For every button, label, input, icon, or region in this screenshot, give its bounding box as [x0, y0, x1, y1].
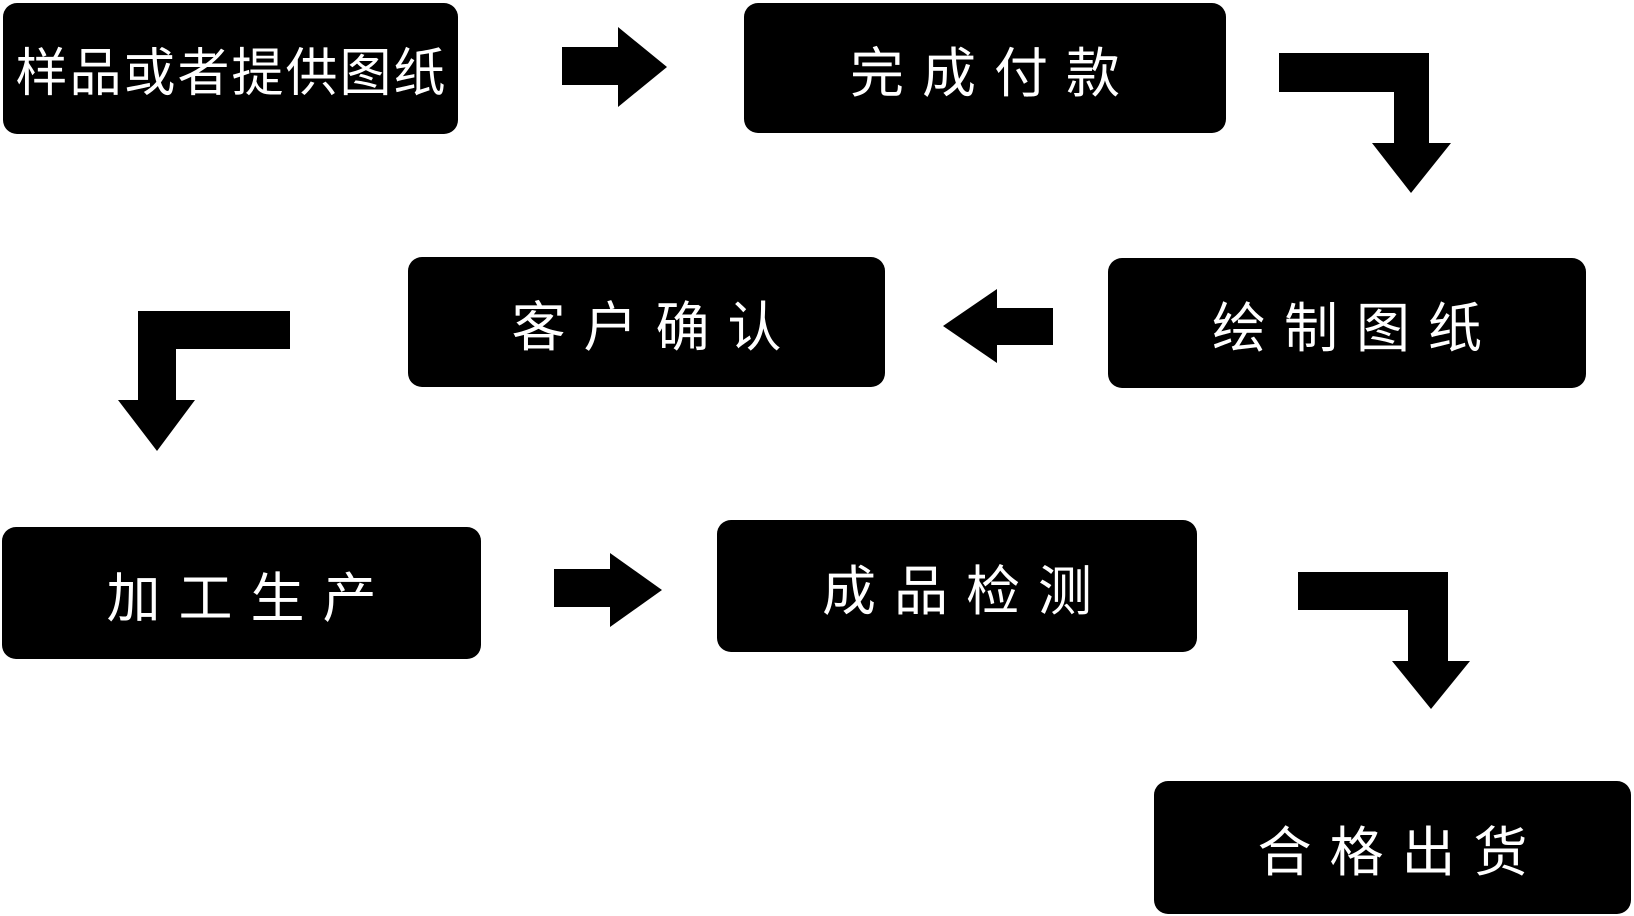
arrow-inspection-to-shipment-icon	[1298, 572, 1470, 709]
arrow-payment-to-drawings-icon	[1279, 53, 1451, 193]
arrow-production-to-inspection-icon	[554, 553, 662, 627]
node-complete-payment: 完成付款	[744, 3, 1226, 133]
node-customer-confirmation: 客户确认	[408, 257, 885, 387]
node-label: 加工生产	[106, 568, 395, 629]
node-label: 客户确认	[511, 297, 800, 358]
node-label: 完成付款	[850, 43, 1138, 104]
node-sample-or-provide-drawings: 样品或者提供图纸	[3, 3, 458, 134]
node-label: 成品检测	[822, 561, 1110, 622]
node-processing-production: 加工生产	[2, 527, 481, 659]
node-finished-product-inspection: 成品检测	[717, 520, 1197, 652]
arrow-sample-to-payment-icon	[562, 27, 667, 107]
arrow-drawings-to-confirmation-icon	[943, 289, 1053, 363]
node-qualified-shipment: 合格出货	[1154, 781, 1631, 914]
node-draw-drawings: 绘制图纸	[1108, 258, 1586, 388]
node-label: 绘制图纸	[1212, 298, 1500, 359]
node-label: 合格出货	[1257, 823, 1546, 883]
node-label: 样品或者提供图纸	[15, 45, 448, 103]
arrow-confirmation-to-production-icon	[118, 311, 290, 451]
